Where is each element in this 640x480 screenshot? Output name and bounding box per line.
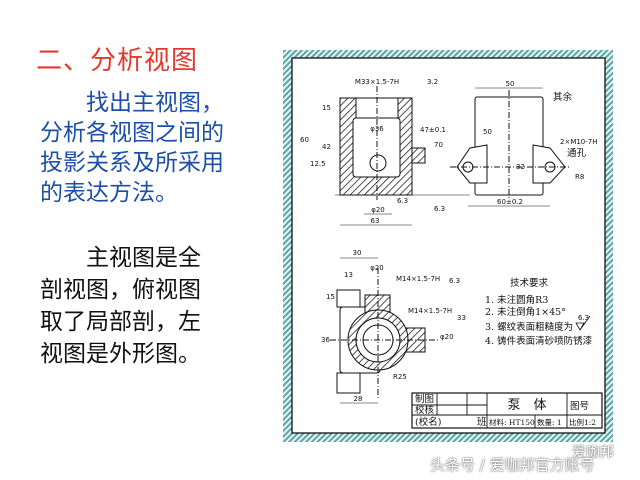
watermark-brand: 爱咖邦 bbox=[572, 445, 614, 461]
material: 材料: HT150 bbox=[489, 417, 535, 427]
watermark-source: 头条号 / 爱咖邦官方账号 bbox=[430, 456, 595, 474]
drawn-by-label: 制图 bbox=[415, 393, 434, 405]
drawing-number-label: 图号 bbox=[570, 401, 589, 412]
dim-dia20: φ20 bbox=[370, 264, 384, 272]
paragraph-analysis: 找出主视图， 分析各视图之间的 投影关系及所采用 的表达方法。 bbox=[40, 88, 224, 208]
dim-63: 63 bbox=[371, 217, 380, 225]
tech-req-item: 1. 未注圆角R3 bbox=[485, 294, 548, 306]
paragraph-views: 主视图是全 剖视图，俯视图 取了局部剖，左 视图是外形图。 bbox=[40, 242, 201, 370]
checked-by-label: 校核 bbox=[415, 404, 435, 416]
dim-roughness: 3.2 bbox=[427, 78, 438, 86]
other-surfaces-note: 其余 bbox=[553, 91, 573, 103]
title-block-text: 制图 校核 (校名) 班 泵 体 图号 材料: HT150 数量: 1 比例1:… bbox=[415, 393, 596, 428]
dim-dia20: φ20 bbox=[371, 206, 385, 214]
dim-50-vertical: 50 bbox=[483, 128, 492, 136]
dim-36: 36 bbox=[321, 336, 330, 344]
side-view bbox=[450, 87, 570, 207]
text-line: 投影关系及所采用 bbox=[40, 150, 224, 176]
text-line: 剖视图，俯视图 bbox=[40, 277, 201, 303]
text-line: 主视图是全 bbox=[40, 245, 201, 271]
tech-req-roughness: 6.3 bbox=[578, 314, 589, 322]
dim-28: 28 bbox=[354, 395, 363, 403]
dim-roughness: 6.3 bbox=[434, 205, 445, 213]
tech-req-item: 3. 螺纹表面粗糙度为 bbox=[485, 321, 573, 333]
top-view-dimensions: 30 13 φ20 M14×1.5-7H 6.3 15 M14×1.5-7H 3… bbox=[321, 249, 466, 403]
quantity: 数量: 1 bbox=[537, 417, 562, 427]
dim-15: 15 bbox=[322, 104, 331, 112]
part-name: 泵 体 bbox=[507, 398, 546, 413]
dim-70: 70 bbox=[434, 141, 443, 149]
tech-req-item: 4. 铸件表面清砂喷防锈漆 bbox=[485, 335, 593, 347]
main-view-dimensions: M33×1.5-7H 3.2 15 60 42 47±0.1 70 12.5 φ… bbox=[300, 78, 446, 225]
dim-32: 32 bbox=[516, 163, 525, 171]
dim-dia20: φ20 bbox=[440, 333, 454, 341]
dim-roughness: 6.3 bbox=[397, 197, 408, 205]
text-line: 找出主视图， bbox=[40, 90, 224, 116]
dim-dia36: φ36 bbox=[370, 125, 384, 133]
dim-thread: M33×1.5-7H bbox=[355, 78, 399, 86]
dim-roughness: 12.5 bbox=[310, 160, 326, 168]
dim-13: 13 bbox=[344, 271, 353, 279]
technical-requirements: 技术要求 1. 未注圆角R3 2. 未注倒角1×45° 3. 螺纹表面粗糙度为 … bbox=[485, 277, 593, 347]
dim-33: 33 bbox=[457, 314, 466, 322]
dim-60: 60 bbox=[300, 136, 309, 144]
text-line: 分析各视图之间的 bbox=[40, 120, 224, 146]
dim-15: 15 bbox=[326, 293, 335, 301]
class-label: 班 bbox=[477, 416, 487, 428]
side-view-dimensions: 50 其余 50 2×M10-7H 通孔 32 R8 60±0.2 bbox=[483, 80, 598, 206]
dim-r8: R8 bbox=[575, 173, 584, 181]
text-line: 的表达方法。 bbox=[40, 180, 178, 206]
dim-47: 47±0.1 bbox=[420, 126, 446, 134]
tech-req-item: 2. 未注倒角1×45° bbox=[485, 306, 566, 318]
title-block bbox=[411, 392, 603, 429]
dim-roughness: 6.3 bbox=[449, 277, 460, 285]
text-line: 取了局部剖，左 bbox=[40, 309, 201, 335]
dim-42: 42 bbox=[322, 143, 331, 151]
through-hole-note: 通孔 bbox=[567, 148, 587, 159]
dim-r25: R25 bbox=[393, 373, 407, 381]
tech-req-title: 技术要求 bbox=[510, 277, 549, 289]
dim-holes: 2×M10-7H bbox=[560, 138, 598, 146]
dim-thread: M14×1.5-7H bbox=[396, 275, 440, 283]
dim-50: 50 bbox=[506, 80, 515, 88]
dim-60: 60±0.2 bbox=[497, 198, 523, 206]
slide-title: 二、分析视图 bbox=[36, 46, 199, 76]
text-line: 视图是外形图。 bbox=[40, 341, 201, 367]
top-view bbox=[330, 257, 440, 404]
main-view bbox=[335, 86, 470, 226]
dim-30: 30 bbox=[353, 249, 362, 257]
school-label: (校名) bbox=[415, 416, 441, 428]
scale: 比例1:2 bbox=[569, 417, 596, 427]
dim-thread: M14×1.5-7H bbox=[408, 307, 452, 315]
